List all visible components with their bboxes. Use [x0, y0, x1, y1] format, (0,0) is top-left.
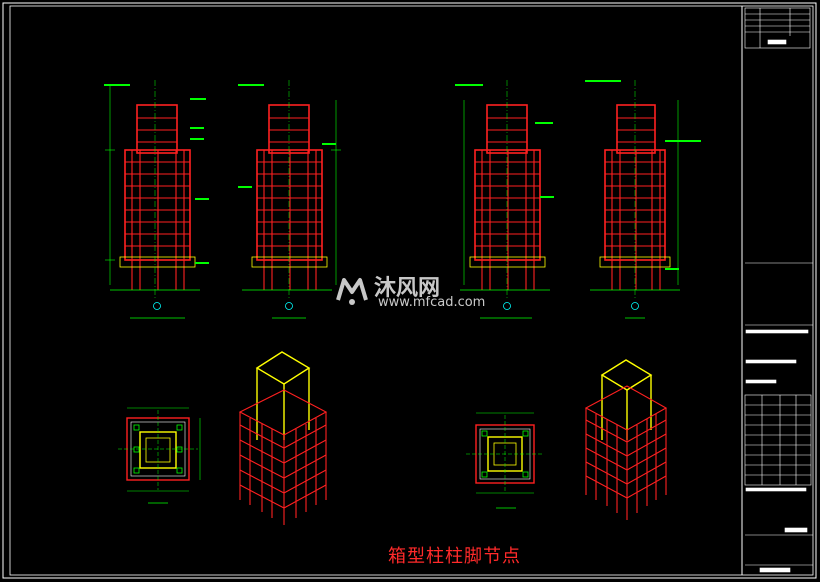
mfcad-logo-icon: [336, 278, 368, 305]
elevation-view-4: [585, 80, 701, 319]
elevation-view-1: [104, 80, 209, 319]
elevation-view-2: [238, 80, 341, 319]
drawing-caption: 箱型柱柱脚节点: [388, 546, 521, 567]
elevation-view-3: [455, 80, 554, 319]
inner-frame: [9, 5, 814, 576]
isometric-view-2: [584, 359, 668, 520]
watermark-url: www.mfcad.com: [378, 295, 486, 310]
plan-view-1: [118, 407, 201, 504]
isometric-view-1: [238, 351, 328, 525]
watermark-name: 沐风网: [374, 276, 441, 301]
plan-view-2: [466, 412, 544, 509]
title-block: [744, 7, 813, 573]
watermark: 沐风网 www.mfcad.com: [332, 268, 502, 314]
